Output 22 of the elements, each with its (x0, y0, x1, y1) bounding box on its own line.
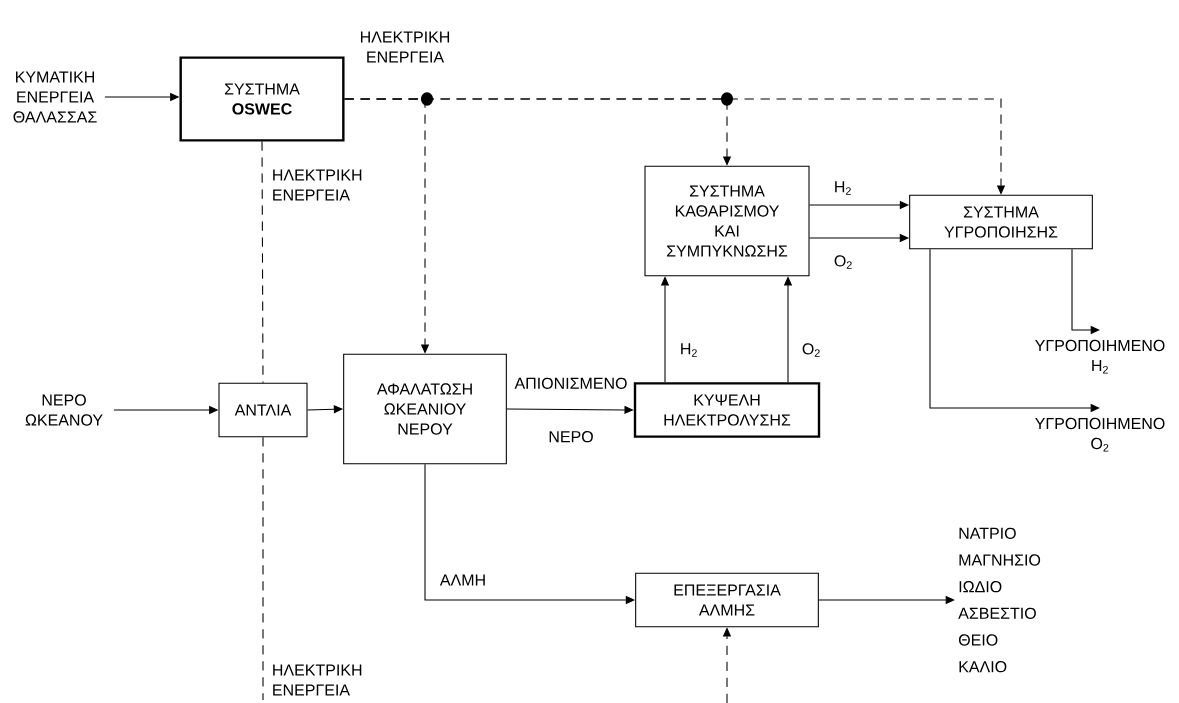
edge-label: O$_{2}$ (802, 343, 820, 357)
edge-label: O$_{2}$ (834, 255, 852, 269)
stream-label: ΥΓΡΟΠΟΙΗΜΕΝΟ H$_{2}$ (1035, 339, 1165, 374)
process-box: ΕΠΕΞΕΡΓΑΣΙΑ ΑΛΜΗΣ (635, 572, 819, 628)
process-box: ΣΥΣΤΗΜΑ ΚΑΘΑΡΙΣΜΟΥ ΚΑΙ ΣΥΜΠΥΚΝΩΣΗΣ (644, 165, 810, 277)
edge-label: ΑΛΜΗ (439, 574, 485, 586)
process-box: ΣΥΣΤΗΜΑ ΥΓΡΟΠΟΙΗΣΗΣ (909, 194, 1093, 250)
edge-label: H$_{2}$ (681, 343, 697, 357)
process-box: ΑΝΤΛΙΑ (218, 382, 308, 438)
edge-label: H$_{2}$ (835, 181, 851, 195)
edge-label: ΗΛΕΚΤΡΙΚΗ ΕΝΕΡΓΕΙΑ (273, 169, 362, 201)
process-box: ΑΦΑΛΑΤΩΣΗ ΩΚΕΑΝΙΟΥ ΝΕΡΟΥ (343, 353, 507, 465)
stream-label: ΚΥΜΑΤΙΚΗ ΕΝΕΡΓΕΙΑ ΘΑΛΑΣΣΑΣ (13, 71, 97, 123)
stream-label: ΝΑΤΡΙΟ ΜΑΓΝΗΣΙΟ ΙΩΔΙΟ ΑΣΒΕΣΤΙΟ ΘΕΙΟ ΚΑΛΙΟ (958, 527, 1041, 673)
dashed-line (261, 141, 264, 384)
stream-label: ΝΕΡΟ ΩΚΕΑΝΟΥ (25, 394, 103, 426)
edge-label: ΑΠΙΟΝΙΣΜΕΝΟ ΝΕΡΟ (514, 377, 627, 443)
stream-label: ΥΓΡΟΠΟΙΗΜΕΝΟ O$_{2}$ (1035, 417, 1165, 452)
edge-label: ΗΛΕΚΤΡΙΚΗ ΕΝΕΡΓΕΙΑ (360, 31, 450, 63)
edge-label: ΗΛΕΚΤΡΙΚΗ ΕΝΕΡΓΕΙΑ (273, 664, 362, 696)
process-box: ΣΥΣΤΗΜΑ OSWEC (179, 56, 345, 142)
process-box: ΚΥΨΕΛΗ ΗΛΕΚΤΡΟΛΥΣΗΣ (633, 382, 821, 438)
